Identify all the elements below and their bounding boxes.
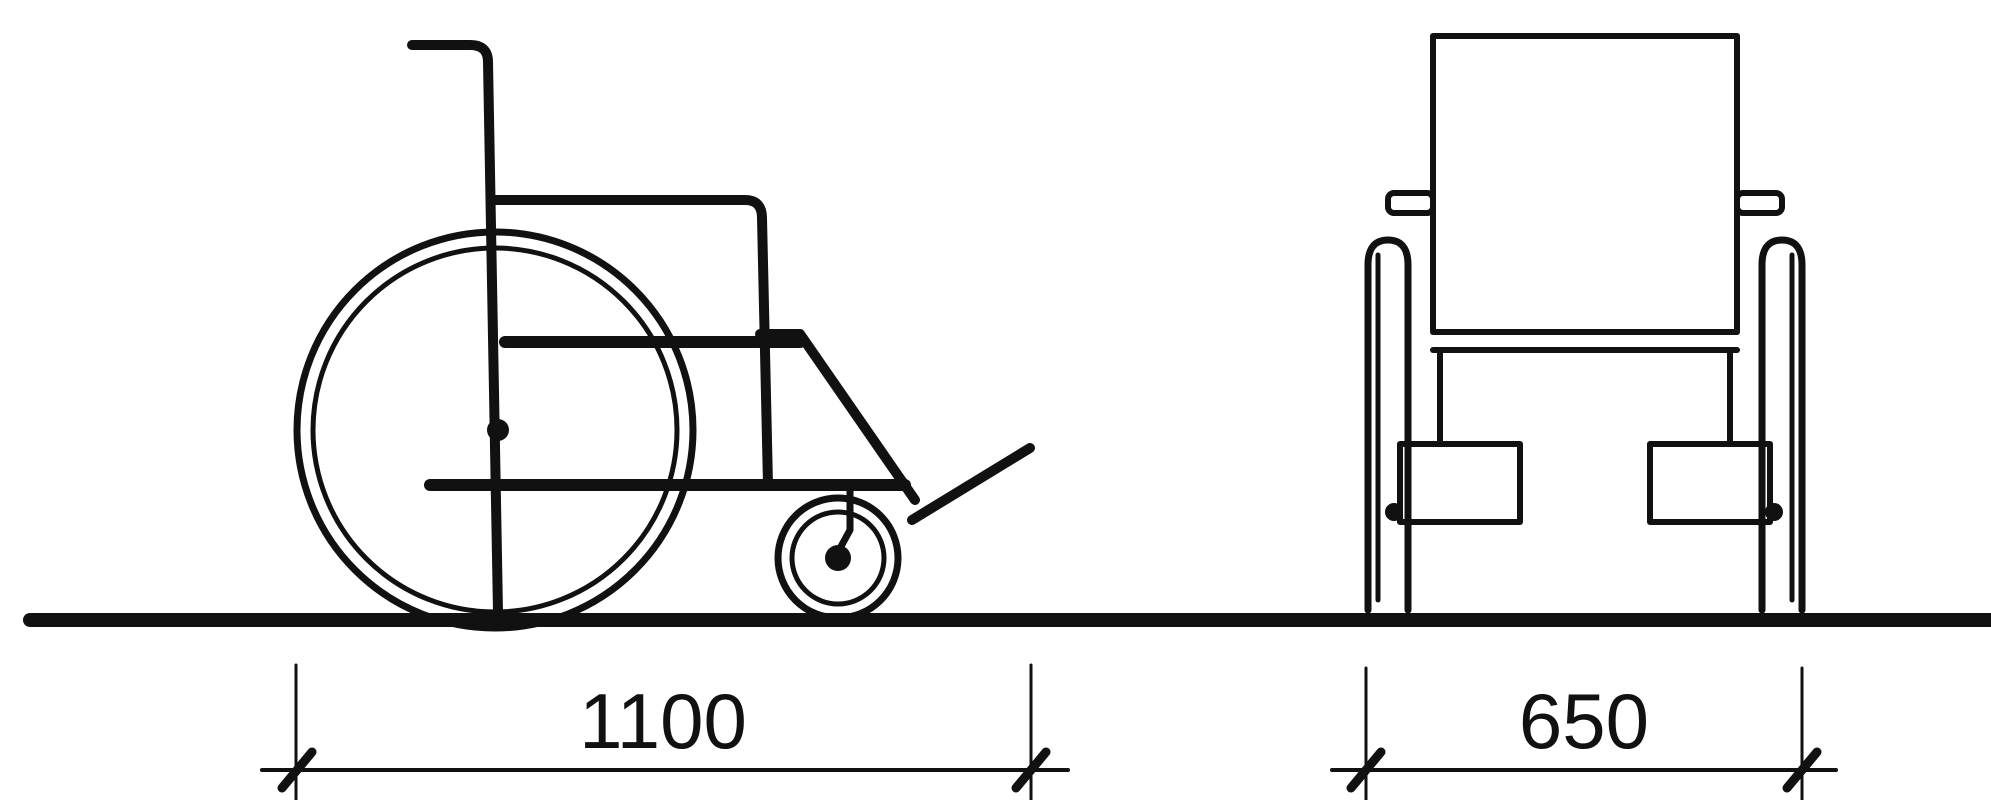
caster-wheel-outer xyxy=(774,494,902,622)
wheelchair-side-view xyxy=(293,40,1035,632)
tick-mark-left xyxy=(1346,747,1386,793)
dimension-side-length: 1100 xyxy=(260,663,1070,800)
footrest-left xyxy=(1397,441,1523,525)
tick-mark-right xyxy=(1011,747,1051,793)
backrest xyxy=(1430,33,1740,333)
dimension-front-width: 650 xyxy=(1330,666,1838,800)
tick-mark-left xyxy=(277,747,317,793)
rear-wheel-outer xyxy=(293,228,697,632)
wheelchair-front-view xyxy=(1364,33,1806,614)
rear-wheel-hub xyxy=(487,419,509,441)
dimension-label-side: 1100 xyxy=(579,677,747,765)
front-frame xyxy=(755,329,920,505)
footrest xyxy=(907,443,1035,525)
caster-wheel-inner xyxy=(789,509,887,607)
dimension-label-front: 650 xyxy=(1519,677,1649,765)
footrest-right xyxy=(1647,441,1773,525)
handle-right xyxy=(1734,190,1785,216)
push-handle xyxy=(407,40,503,617)
caster-wheel-hub xyxy=(825,545,851,571)
wheel-left xyxy=(1364,236,1412,614)
armrest-frame xyxy=(488,195,773,490)
handle-left xyxy=(1385,190,1436,216)
tick-mark-right xyxy=(1782,747,1822,793)
caster-right xyxy=(1765,503,1783,521)
caster-fork xyxy=(834,486,854,556)
rear-wheel-inner xyxy=(310,245,680,615)
caster-left xyxy=(1385,503,1403,521)
wheel-right xyxy=(1758,236,1806,614)
